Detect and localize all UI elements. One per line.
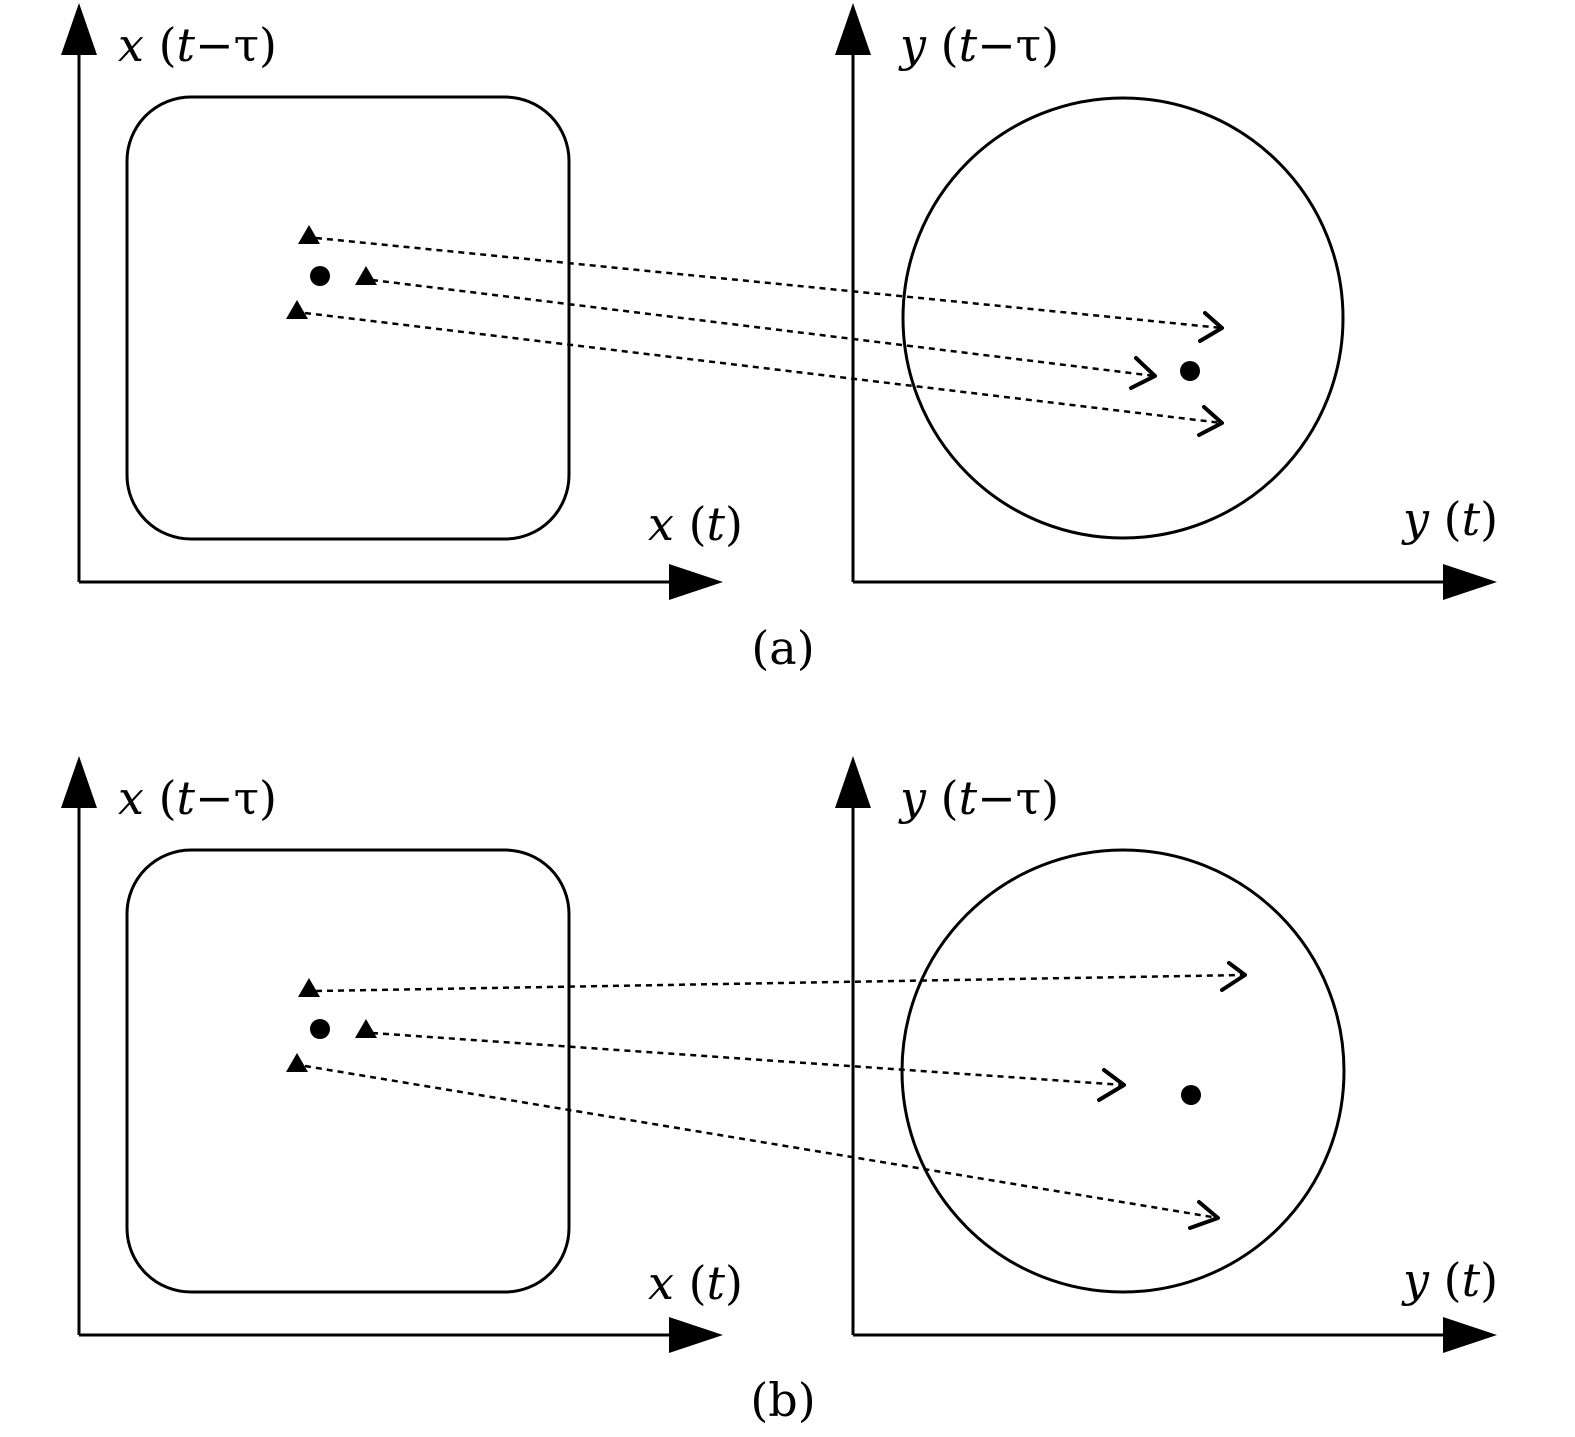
mapping-arrow (371, 278, 1156, 378)
mapped-reference-dot (1180, 361, 1200, 381)
arrowhead (1197, 405, 1224, 437)
reference-dot (310, 1019, 330, 1039)
arrowhead (1129, 356, 1157, 390)
x-axis-arrowhead (1443, 1317, 1497, 1353)
y-axis-arrowhead (835, 3, 871, 55)
mapping-arrow (315, 973, 1246, 993)
caption-b: (b) (750, 1373, 815, 1427)
panel-b-source-points (286, 978, 377, 1072)
panel-a-right-y-label: y (t−τ) (898, 18, 1059, 72)
panel-b-mapping-arrows (304, 961, 1247, 1230)
panel-b-left-axes (61, 756, 723, 1353)
x-axis-arrowhead (669, 564, 723, 600)
panel-b-left-x-label: x (t) (648, 1256, 743, 1310)
panel-a: x (t−τ) x (t) y (t−τ) y (t) (61, 3, 1498, 675)
triangle-point-top (298, 978, 320, 997)
mapping-arrow (371, 1031, 1125, 1087)
y-axis-arrowhead (835, 756, 871, 808)
panel-b-right-y-label: y (t−τ) (898, 771, 1059, 825)
arrowhead (1220, 961, 1247, 992)
panel-a-source-points (286, 225, 377, 319)
rounded-square-attractor (125, 848, 571, 1294)
triangle-point-bottom (286, 300, 308, 319)
arrowhead (1198, 311, 1224, 343)
mapping-arrow (304, 1064, 1219, 1220)
rounded-square-attractor (125, 95, 571, 541)
panel-b-right-x-label: y (t) (1401, 1253, 1498, 1307)
y-axis-arrowhead (61, 3, 97, 55)
triangle-point-bottom (286, 1053, 308, 1072)
panel-a-left-x-label: x (t) (648, 497, 743, 551)
caption-a: (a) (751, 621, 814, 675)
panel-b-right-axes (835, 756, 1497, 1353)
mapped-reference-dot (1181, 1085, 1201, 1105)
panel-b-left-y-label: x (t−τ) (118, 771, 277, 825)
circle-attractor (900, 848, 1346, 1294)
circle-attractor (901, 96, 1345, 540)
panel-a-right-axes (835, 3, 1497, 600)
panel-b: x (t−τ) x (t) y (t−τ) y (t) (b) (61, 756, 1498, 1427)
panel-a-left-axes (61, 3, 723, 600)
panel-a-right-x-label: y (t) (1401, 492, 1498, 546)
x-axis-arrowhead (669, 1317, 723, 1353)
arrowhead (1188, 1200, 1220, 1230)
y-axis-arrowhead (61, 756, 97, 808)
triangle-point-middle (355, 1019, 377, 1038)
x-axis-arrowhead (1443, 564, 1497, 600)
triangle-point-middle (355, 266, 377, 285)
triangle-point-top (298, 225, 320, 244)
arrowhead (1097, 1068, 1126, 1102)
panel-a-mapping-arrows (304, 236, 1224, 437)
reference-dot (310, 266, 330, 286)
panel-a-left-y-label: x (t−τ) (118, 18, 277, 72)
mapping-arrow (315, 236, 1223, 330)
